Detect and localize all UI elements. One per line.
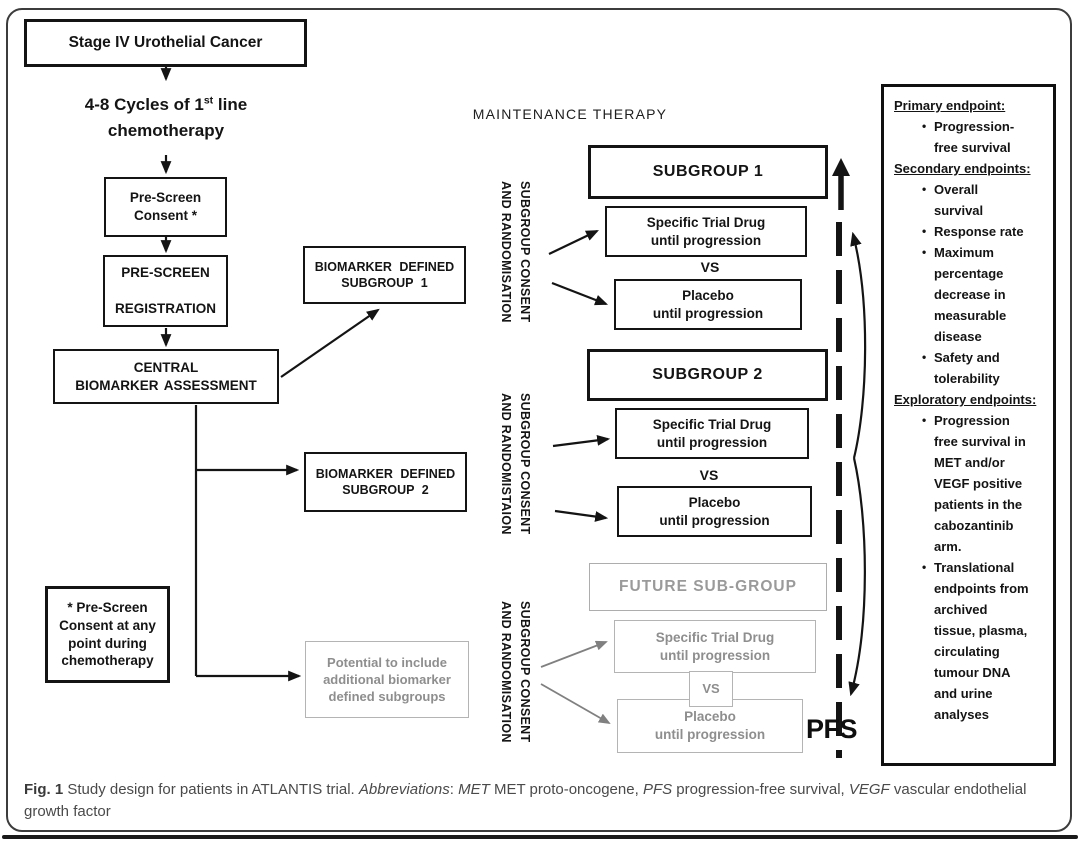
pfs-abbrev: PFS <box>642 781 673 798</box>
future-drug-box: Specific Trial Drug until progression <box>614 620 816 673</box>
prescreen-consent-box: Pre-Screen Consent * <box>104 177 227 237</box>
secondary-endpoints-heading: Secondary endpoints: <box>894 161 1031 176</box>
bullet-icon: • <box>922 350 927 364</box>
subgroup2-drug-box: Specific Trial Drug until progression <box>615 408 809 459</box>
met-abbrev: MET <box>458 781 490 798</box>
endpoint-item: •Progression free survival in MET and/or… <box>894 410 1048 557</box>
subgroup2-vs-label: VS <box>699 467 719 483</box>
bullet-icon: • <box>922 245 927 259</box>
future-placebo-box: Placebo until progression <box>617 699 803 753</box>
caption-text: Study design for patients in ATLANTIS tr… <box>63 781 359 798</box>
endpoint-item: •Translational endpoints from archived t… <box>894 557 1048 725</box>
biomarker-subgroup2-box: BIOMARKER DEFINED SUBGROUP 2 <box>304 452 467 512</box>
pfs-label: PFS <box>806 714 858 744</box>
bullet-icon: • <box>922 182 927 196</box>
future-subgroup-title-box: FUTURE SUB-GROUP <box>589 563 827 611</box>
endpoints-panel: Primary endpoint: •Progression-free surv… <box>881 84 1056 766</box>
endpoint-item: •Overall survival <box>894 179 1048 221</box>
figure-number: Fig. 1 <box>24 781 64 798</box>
caption-text: progression-free survival, <box>672 781 849 798</box>
maintenance-therapy-header: MAINTENANCE THERAPY <box>472 106 668 122</box>
prescreen-registration-box: PRE-SCREEN REGISTRATION <box>103 255 228 327</box>
randomisation-label-2: SUBGROUP CONSENT AND RANDOMISTAION <box>499 393 532 535</box>
subgroup1-title-box: SUBGROUP 1 <box>588 145 828 199</box>
caption-text: MET proto-oncogene, <box>489 781 643 798</box>
endpoint-item: •Safety and tolerability <box>894 347 1048 389</box>
caption-text: : <box>449 781 459 798</box>
cycles-text-tail: line chemotherapy <box>107 95 248 141</box>
randomisation-label-1: SUBGROUP CONSENT AND RANDOMISATION <box>499 181 532 323</box>
caption-text: vascular endothelial growth factor <box>24 781 1027 820</box>
biomarker-subgroup1-box: BIOMARKER DEFINED SUBGROUP 1 <box>303 246 466 304</box>
cycles-text: 4-8 Cycles of 1 <box>84 95 204 114</box>
page-divider-line <box>2 835 1078 839</box>
endpoint-item: •Maximum percentage decrease in measurab… <box>894 242 1048 347</box>
future-vs-box: VS <box>689 671 733 707</box>
ordinal-superscript: st <box>203 94 214 107</box>
bullet-icon: • <box>922 560 927 574</box>
randomisation-label-3: SUBGROUP CONSENT AND RANDOMISATION <box>499 601 532 743</box>
bullet-icon: • <box>922 413 927 427</box>
consent-footnote-box: * Pre-Screen Consent at any point during… <box>45 586 170 683</box>
figure-caption: Fig. 1 Study design for patients in ATLA… <box>24 779 1056 823</box>
subgroup1-placebo-box: Placebo until progression <box>614 279 802 330</box>
potential-subgroups-box: Potential to include additional biomarke… <box>305 641 469 718</box>
chemo-cycles-label: 4-8 Cycles of 1st line chemotherapy <box>46 92 286 145</box>
primary-endpoint-heading: Primary endpoint: <box>894 98 1006 113</box>
bullet-icon: • <box>922 119 927 133</box>
subgroup1-drug-box: Specific Trial Drug until progression <box>605 206 807 257</box>
vegf-abbrev: VEGF <box>848 781 890 798</box>
central-biomarker-box: CENTRAL BIOMARKER ASSESSMENT <box>53 349 279 404</box>
endpoint-item: •Response rate <box>894 221 1048 242</box>
subgroup2-title-box: SUBGROUP 2 <box>587 349 828 401</box>
endpoint-item: •Progression-free survival <box>894 116 1048 158</box>
subgroup2-placebo-box: Placebo until progression <box>617 486 812 537</box>
exploratory-endpoints-heading: Exploratory endpoints: <box>894 392 1037 407</box>
stage-iv-box: Stage IV Urothelial Cancer <box>24 19 307 67</box>
abbreviations-label: Abbreviations <box>358 781 450 798</box>
subgroup1-vs-label: VS <box>700 259 720 275</box>
bullet-icon: • <box>922 224 927 238</box>
